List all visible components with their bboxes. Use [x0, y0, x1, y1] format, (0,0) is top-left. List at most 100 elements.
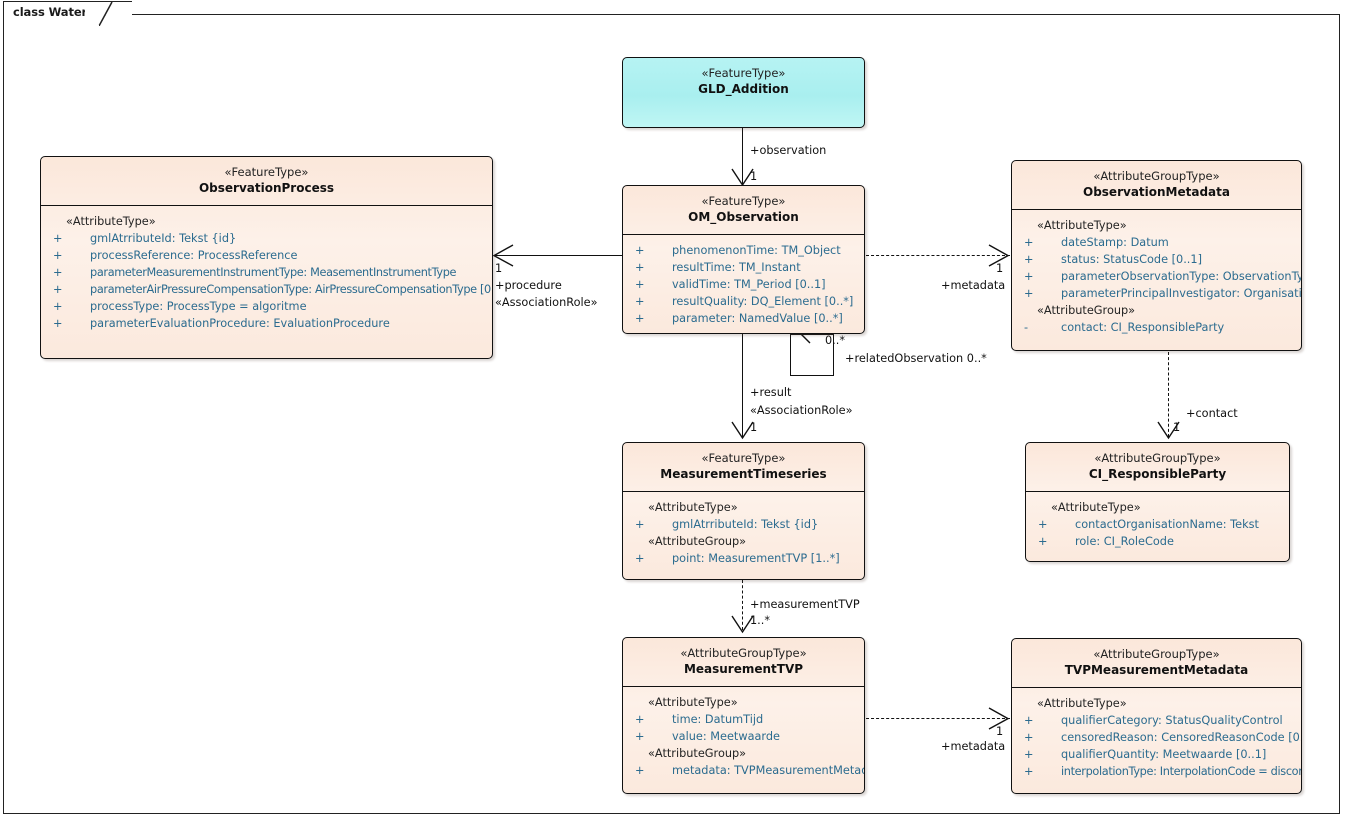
class-name: ObservationProcess	[198, 181, 335, 195]
attribute-visibility: +	[53, 300, 63, 313]
attribute-visibility: +	[53, 317, 63, 330]
attribute-visibility: +	[1024, 287, 1034, 300]
attribute-text: censoredReason: CensoredReasonCode [0..1…	[1061, 731, 1302, 744]
class-compartment-divider	[41, 205, 492, 206]
attribute-visibility: +	[635, 278, 645, 291]
class-attributes-tvp-measurement-metadata: «AttributeType» + qualifierCategory: Sta…	[1012, 688, 1301, 788]
attribute-visibility: +	[635, 713, 645, 726]
attribute-visibility: +	[635, 518, 645, 531]
connector-procedure-role: +procedure	[495, 279, 562, 292]
attribute-visibility: +	[1024, 748, 1034, 761]
attribute-text: gmlAtrributeId: Tekst {id}	[90, 232, 237, 245]
connector-result-multiplicity: 1	[750, 421, 758, 434]
connector-measurementtvp-role: +measurementTVP	[750, 598, 860, 611]
attribute-visibility: +	[1024, 765, 1034, 778]
class-attributes-om-observation: + phenomenonTime: TM_Object + resultTime…	[623, 235, 864, 333]
attribute-row: + contactOrganisationName: Tekst	[1030, 516, 1285, 533]
class-name: ObservationMetadata	[1083, 185, 1230, 199]
attribute-visibility: +	[635, 730, 645, 743]
class-compartment-divider	[1026, 491, 1289, 492]
attribute-group-label: «AttributeType»	[1051, 501, 1141, 514]
class-box-gld-addition[interactable]: «FeatureType» GLD_Addition	[622, 57, 865, 128]
class-header-measurement-tvp: «AttributeGroupType» MeasurementTVP	[623, 638, 864, 686]
connector-procedure-arrowhead	[492, 244, 514, 268]
attribute-text: metadata: TVPMeasurementMetadata	[672, 764, 864, 777]
attribute-visibility: +	[1038, 535, 1048, 548]
class-box-measurement-timeseries[interactable]: «FeatureType» MeasurementTimeseries «Att…	[622, 442, 865, 580]
class-compartment-divider	[1012, 209, 1301, 210]
attribute-row: - contact: CI_ResponsibleParty	[1016, 319, 1297, 336]
attribute-row: + parameterPrincipalInvestigator: Organi…	[1016, 285, 1301, 302]
connector-related-observation-left	[790, 334, 792, 376]
attribute-row: + gmlAtrributeId: Tekst {id}	[45, 230, 488, 247]
connector-result-arrowhead	[731, 421, 755, 441]
connector-observation-role: +observation	[750, 144, 827, 157]
attribute-visibility: +	[53, 232, 63, 245]
class-attributes-measurement-timeseries: «AttributeType» + gmlAtrributeId: Tekst …	[623, 492, 864, 575]
attribute-row: + censoredReason: CensoredReasonCode [0.…	[1016, 729, 1301, 746]
attribute-row: + interpolationType: InterpolationCode =…	[1016, 763, 1301, 780]
attribute-row: + metadata: TVPMeasurementMetadata	[627, 762, 864, 779]
class-box-observation-process[interactable]: «FeatureType» ObservationProcess «Attrib…	[40, 156, 493, 359]
attribute-row: + qualifierCategory: StatusQualityContro…	[1016, 712, 1297, 729]
attribute-text: validTime: TM_Period [0..1]	[672, 278, 826, 291]
connector-metadata-observation-line	[866, 255, 1010, 256]
attribute-visibility: +	[53, 249, 63, 262]
attribute-visibility: +	[635, 244, 645, 257]
connector-result-line	[742, 334, 744, 438]
class-header-observation-process: «FeatureType» ObservationProcess	[41, 157, 492, 205]
attribute-visibility: +	[53, 283, 63, 296]
class-stereotype: «AttributeGroupType»	[1093, 647, 1220, 661]
attribute-text: processType: ProcessType = algoritme	[90, 300, 307, 313]
connector-result-role: +result	[750, 386, 792, 399]
attribute-text: parameterMeasurementInstrumentType: Meas…	[90, 266, 457, 279]
connector-observation-multiplicity: 1	[750, 170, 758, 183]
class-box-measurement-tvp[interactable]: «AttributeGroupType» MeasurementTVP «Att…	[622, 637, 865, 794]
connector-measurementtvp-arrowhead	[731, 615, 755, 635]
attribute-group-label: «AttributeType»	[66, 215, 156, 228]
attribute-text: qualifierQuantity: Meetwaarde [0..1]	[1061, 748, 1267, 761]
connector-metadata-tvp-line	[866, 718, 1010, 719]
attribute-text: time: DatumTijd	[672, 713, 764, 726]
class-box-om-observation[interactable]: «FeatureType» OM_Observation + phenomeno…	[622, 185, 865, 334]
attribute-text: resultTime: TM_Instant	[672, 261, 801, 274]
connector-metadata-observation-multiplicity: 1	[996, 262, 1004, 275]
connector-related-observation-right	[833, 334, 835, 376]
attribute-group-label: «AttributeGroup»	[648, 535, 747, 548]
class-header-ci-responsibleparty: «AttributeGroupType» CI_ResponsibleParty	[1026, 443, 1289, 491]
class-stereotype: «AttributeGroupType»	[1093, 169, 1220, 183]
connector-related-observation-multiplicity: 0..*	[825, 334, 846, 347]
connector-observation-line	[742, 128, 744, 185]
connector-procedure-line	[494, 255, 624, 257]
class-attributes-ci-responsibleparty: «AttributeType» + contactOrganisationNam…	[1026, 492, 1289, 558]
class-box-ci-responsibleparty[interactable]: «AttributeGroupType» CI_ResponsibleParty…	[1025, 442, 1290, 562]
attribute-text: parameterPrincipalInvestigator: Organisa…	[1061, 287, 1302, 300]
attribute-row: + point: MeasurementTVP [1..*]	[627, 550, 860, 567]
attribute-visibility: +	[635, 552, 645, 565]
class-header-tvp-measurement-metadata: «AttributeGroupType» TVPMeasurementMetad…	[1012, 639, 1301, 687]
attribute-row: + parameter: NamedValue [0..*]	[627, 310, 860, 327]
attribute-text: point: MeasurementTVP [1..*]	[672, 552, 840, 565]
class-header-gld-addition: «FeatureType» GLD_Addition	[623, 58, 864, 106]
attribute-visibility: -	[1024, 321, 1029, 334]
connector-result-stereotype: «AssociationRole»	[750, 404, 853, 417]
attribute-visibility: +	[1024, 731, 1034, 744]
connector-procedure-multiplicity: 1	[495, 262, 503, 275]
attribute-text: parameterEvaluationProcedure: Evaluation…	[90, 317, 390, 330]
class-box-tvp-measurement-metadata[interactable]: «AttributeGroupType» TVPMeasurementMetad…	[1011, 638, 1302, 794]
attribute-group-label: «AttributeType»	[648, 696, 738, 709]
attribute-text: qualifierCategory: StatusQualityControl	[1061, 714, 1283, 727]
connector-metadata-observation-role: +metadata	[941, 279, 1006, 292]
attribute-text: dateStamp: Datum	[1061, 236, 1169, 249]
class-header-om-observation: «FeatureType» OM_Observation	[623, 186, 864, 234]
class-compartment-divider	[1012, 687, 1301, 688]
attribute-row: + dateStamp: Datum	[1016, 234, 1297, 251]
attribute-row: + phenomenonTime: TM_Object	[627, 242, 860, 259]
class-box-observation-metadata[interactable]: «AttributeGroupType» ObservationMetadata…	[1011, 160, 1302, 351]
attribute-visibility: +	[635, 295, 645, 308]
attribute-visibility: +	[635, 312, 645, 325]
class-name: OM_Observation	[688, 210, 799, 224]
class-name: CI_ResponsibleParty	[1088, 467, 1227, 481]
attribute-row: + status: StatusCode [0..1]	[1016, 251, 1297, 268]
